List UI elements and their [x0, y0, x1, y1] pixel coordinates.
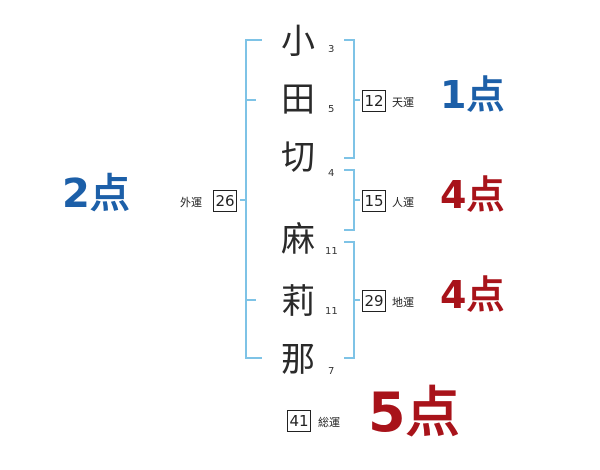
name-char-5: 莉	[281, 282, 315, 322]
stroke-count-2: 5	[328, 104, 335, 115]
chikaku-value-box: 29	[362, 290, 386, 312]
name-char-3: 切	[281, 138, 315, 178]
chikaku-score: 4点	[440, 273, 505, 317]
outer-bracket	[245, 39, 262, 359]
stroke-count-3: 4	[328, 168, 335, 179]
name-char-6: 那	[281, 340, 315, 380]
gaikaku-value-box: 26	[213, 190, 237, 212]
soukaku-score: 5点	[368, 381, 460, 444]
stroke-count-1: 3	[328, 44, 335, 55]
stroke-count-6: 7	[328, 366, 335, 377]
jinkaku-value-box: 15	[362, 190, 386, 212]
gaikaku-label: 外運	[180, 196, 202, 209]
name-char-1: 小	[281, 22, 315, 62]
name-char-2: 田	[281, 80, 315, 120]
stroke-count-5: 11	[325, 306, 338, 317]
jinkaku-bracket	[344, 169, 355, 231]
tenkaku-value-box: 12	[362, 90, 386, 112]
jinkaku-label: 人運	[392, 196, 414, 209]
stroke-count-4: 11	[325, 246, 338, 257]
chikaku-bracket	[344, 241, 355, 359]
tenkaku-label: 天運	[392, 96, 414, 109]
tenkaku-bracket	[344, 39, 355, 159]
gaikaku-score: 2点	[62, 171, 130, 217]
tenkaku-score: 1点	[440, 73, 505, 117]
name-char-4: 麻	[281, 220, 315, 260]
jinkaku-score: 4点	[440, 173, 505, 217]
soukaku-value-box: 41	[287, 410, 311, 432]
chikaku-label: 地運	[392, 296, 414, 309]
soukaku-label: 総運	[318, 416, 340, 429]
